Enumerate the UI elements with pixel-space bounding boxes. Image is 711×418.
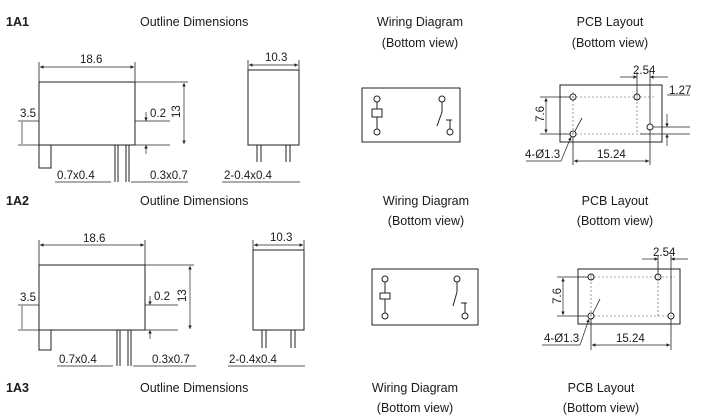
dim-pcb-h-1a2: 7.6 [552, 288, 564, 304]
dim-pin-offset-1a1: 3.5 [20, 108, 36, 120]
wiring-diagram-1a1 [361, 87, 461, 143]
wiring-title-1a1: Wiring Diagram [376, 15, 464, 29]
outline-title-1a1: Outline Dimensions [140, 15, 249, 29]
wiring-title-1a3: Wiring Diagram [371, 381, 459, 395]
dim-width-1a2: 10.3 [270, 232, 292, 244]
dim-pin-offset-1a2: 3.5 [20, 292, 36, 304]
pcb-layout-1a2: 2.54 7.6 15.24 4-Ø1.3 [542, 247, 688, 350]
dim-height-1a2: 13 [177, 289, 189, 302]
dim-width-1a1: 10.3 [265, 52, 287, 64]
relay-body-side-1a1 [247, 69, 300, 146]
model-label-1a2: 1A2 [6, 194, 29, 208]
pcb-title-1a3: PCB Layout [567, 381, 635, 395]
dim-side-pins-1a2: 2-0.4x0.4 [229, 354, 278, 366]
dim-pcb-pitch-x-1a1: 2.54 [633, 65, 656, 77]
pcb-title-1a1: PCB Layout [576, 15, 644, 29]
dim-gap-1a1: 0.2 [150, 108, 166, 120]
outline-front-1a2: 18.6 3.5 0.2 13 0.7x0.4 0.3x0.7 [18, 233, 196, 367]
relay-body-front-1a2 [38, 264, 146, 331]
wiring-title-1a2: Wiring Diagram [382, 194, 470, 208]
pcb-sub-1a2: (Bottom view) [576, 214, 654, 228]
coil-icon [371, 108, 383, 118]
model-label-1a1: 1A1 [6, 15, 29, 29]
dim-pcb-w-1a1: 15.24 [597, 149, 626, 161]
outline-side-1a2: 10.3 2-0.4x0.4 [228, 232, 305, 367]
dim-side-pins-1a1: 2-0.4x0.4 [224, 170, 273, 182]
model-label-1a3: 1A3 [6, 381, 29, 395]
dim-pcb-w-1a2: 15.24 [616, 333, 645, 345]
dim-pcb-holes-1a1: 4-Ø1.3 [525, 149, 560, 161]
pcb-layout-1a1: 2.54 1.27 7.6 15.24 4-Ø1.3 [525, 65, 691, 165]
outline-side-1a1: 10.3 2-0.4x0.4 [222, 52, 300, 183]
dim-pcb-pitch-x-1a2: 2.54 [653, 247, 676, 259]
outline-front-1a1: 18.6 3.5 0.2 13 0.7x0.4 0.3x0.7 [18, 54, 188, 183]
dim-pcb-pitch-y-1a1: 1.27 [669, 85, 691, 97]
wiring-sub-1a1: (Bottom view) [381, 36, 459, 50]
pcb-sub-1a3: (Bottom view) [562, 401, 640, 415]
outline-title-1a2: Outline Dimensions [140, 194, 249, 208]
relay-body-side-1a2 [252, 249, 305, 331]
switch-contact-icon [452, 291, 458, 307]
wiring-diagram-1a2 [371, 268, 479, 326]
outline-title-1a3: Outline Dimensions [140, 381, 249, 395]
coil-icon [379, 292, 391, 300]
switch-contact-icon [436, 111, 443, 127]
dim-pin-right-1a1: 0.3x0.7 [150, 170, 188, 182]
relay-body-front-1a1 [38, 81, 136, 146]
dim-gap-1a2: 0.2 [154, 291, 170, 303]
dim-height-1a1: 13 [171, 105, 183, 118]
dim-length-1a1: 18.6 [80, 54, 102, 66]
dim-pin-left-1a2: 0.7x0.4 [59, 354, 97, 366]
dim-pin-left-1a1: 0.7x0.4 [57, 170, 95, 182]
pcb-title-1a2: PCB Layout [581, 194, 649, 208]
dim-length-1a2: 18.6 [83, 233, 105, 245]
wiring-sub-1a3: (Bottom view) [376, 401, 454, 415]
pcb-sub-1a1: (Bottom view) [571, 36, 649, 50]
dim-pin-right-1a2: 0.3x0.7 [152, 354, 190, 366]
dim-pcb-h-1a1: 7.6 [535, 106, 547, 122]
dim-pcb-holes-1a2: 4-Ø1.3 [544, 333, 579, 345]
wiring-sub-1a2: (Bottom view) [387, 214, 465, 228]
